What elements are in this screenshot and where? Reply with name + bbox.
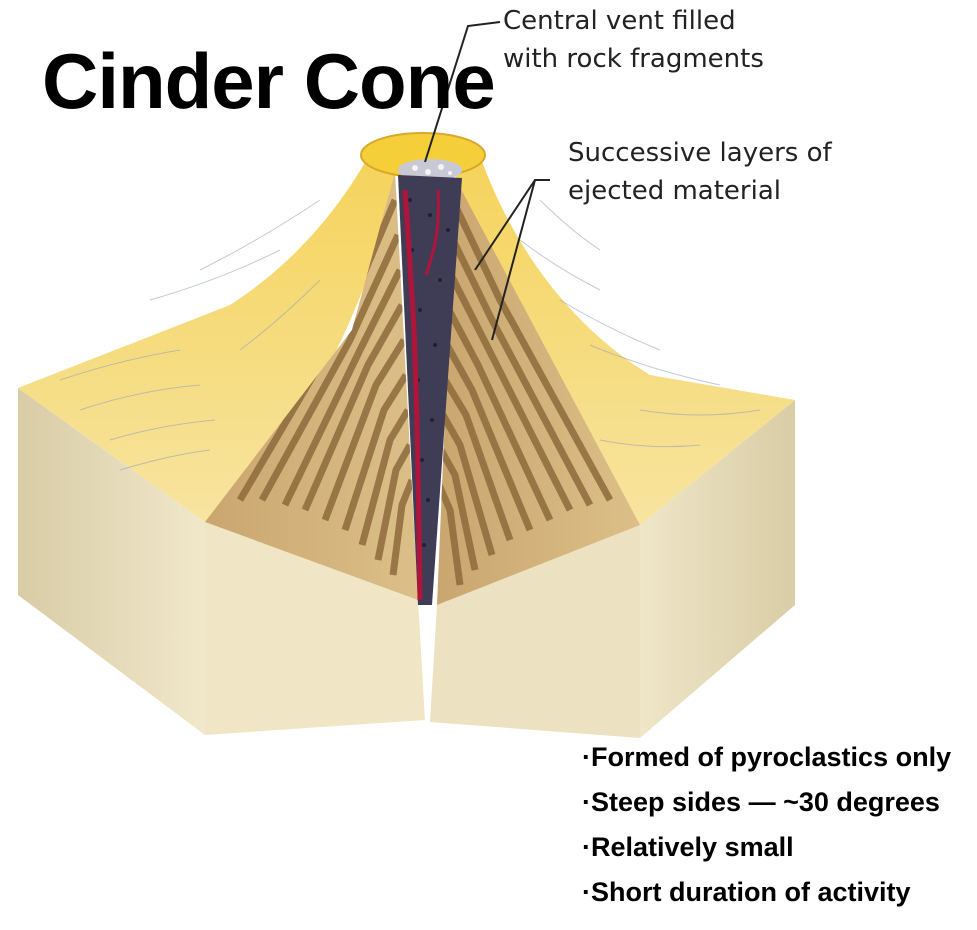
vent-label: Central vent filled with rock fragments [503,2,764,78]
fact-item: Relatively small [582,825,951,870]
layers-label-line-1: Successive layers of [568,134,832,172]
fact-item: Steep sides — ~30 degrees [582,780,951,825]
facts-list: Formed of pyroclastics only Steep sides … [582,735,951,915]
page-title: Cinder Cone [42,42,495,120]
fact-item: Short duration of activity [582,870,951,915]
fact-item: Formed of pyroclastics only [582,735,951,780]
vent-label-line-1: Central vent filled [503,2,764,40]
layers-label: Successive layers of ejected material [568,134,832,210]
layers-label-line-2: ejected material [568,172,832,210]
vent-label-line-2: with rock fragments [503,40,764,78]
